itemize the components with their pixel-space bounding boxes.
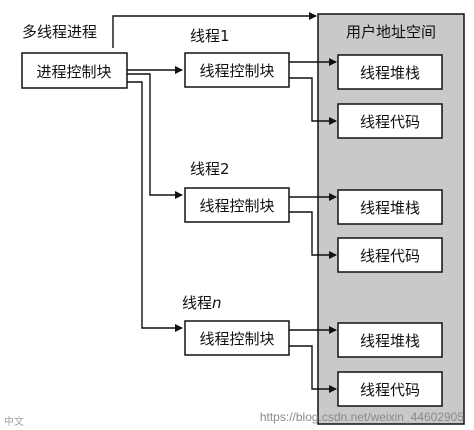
thread-n-control-block-label: 线程控制块 — [199, 330, 274, 348]
thread-1-control-block — [184, 52, 290, 88]
thread-n-label: 线程n — [182, 294, 222, 312]
user-address-space-label: 用户地址空间 — [346, 23, 436, 41]
thread-1-group: 线程1 线程控制块 线程堆栈 线程代码 — [184, 27, 443, 139]
thread-2-stack-box — [337, 189, 443, 225]
thread-n-stack-box — [337, 322, 443, 358]
thread-n-to-code-arrow — [289, 345, 337, 393]
csdn-watermark: https://blog.csdn.net/weixin_44602905 — [260, 410, 464, 424]
process-to-thread2-arrow — [127, 73, 183, 199]
thread-n-control-block — [184, 320, 290, 356]
thread-2-label: 线程2 — [190, 160, 230, 178]
process-to-threadn-arrow — [127, 81, 183, 332]
thread-2-control-block — [184, 187, 290, 223]
thread-2-code-box — [337, 237, 443, 273]
thread-2-control-block-label: 线程控制块 — [199, 197, 274, 215]
process-label: 多线程进程 — [22, 23, 97, 41]
thread-2-group: 线程2 线程控制块 线程堆栈 线程代码 — [184, 160, 443, 273]
thread-2-stack-label: 线程堆栈 — [360, 199, 420, 217]
corner-mark: 中文 — [4, 415, 24, 428]
thread-1-code-label: 线程代码 — [360, 113, 420, 131]
thread-n-code-label: 线程代码 — [360, 381, 420, 399]
thread-2-code-label: 线程代码 — [360, 247, 420, 265]
thread-n-group: 线程n 线程控制块 线程堆栈 线程代码 — [182, 294, 443, 407]
process-to-address-space-arrow — [112, 12, 317, 48]
thread-2-to-code-arrow — [289, 211, 337, 259]
thread-1-to-code-arrow — [289, 77, 337, 125]
process-control-block — [21, 52, 128, 89]
thread-1-stack-label: 线程堆栈 — [360, 64, 420, 82]
thread-n-code-box — [337, 371, 443, 407]
thread-1-label: 线程1 — [190, 27, 230, 45]
thread-1-code-box — [337, 103, 443, 139]
thread-1-control-block-label: 线程控制块 — [199, 62, 274, 80]
thread-1-stack-box — [337, 54, 443, 90]
thread-n-stack-label: 线程堆栈 — [360, 332, 420, 350]
process-control-block-label: 进程控制块 — [36, 63, 111, 81]
